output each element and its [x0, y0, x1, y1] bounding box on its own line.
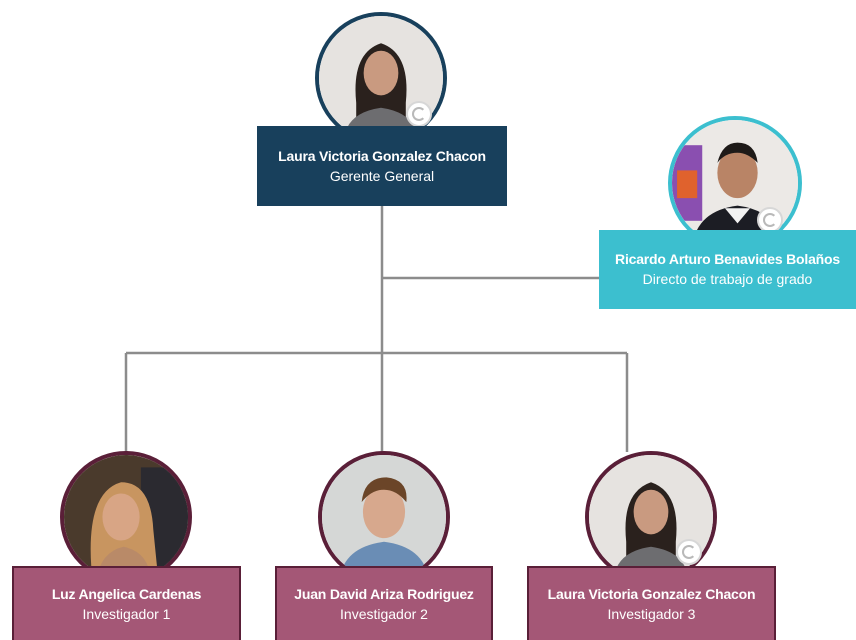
person-role: Directo de trabajo de grado [642, 271, 813, 287]
person-photo-icon [60, 451, 192, 583]
org-card-assistant[interactable]: Ricardo Arturo Benavides Bolaños Directo… [599, 230, 856, 309]
person-name: Laura Victoria Gonzalez Chacon [547, 585, 756, 602]
person-name: Laura Victoria Gonzalez Chacon [278, 147, 486, 164]
person-role: Investigador 2 [340, 605, 428, 622]
org-card-child[interactable]: Juan David Ariza Rodriguez Investigador … [275, 566, 493, 640]
person-photo-icon [315, 12, 447, 144]
person-name: Juan David Ariza Rodriguez [294, 585, 474, 602]
person-photo-icon [318, 451, 450, 583]
org-card-child[interactable]: Laura Victoria Gonzalez Chacon Investiga… [527, 566, 776, 640]
person-name: Ricardo Arturo Benavides Bolaños [615, 251, 840, 267]
loading-spinner-icon [757, 207, 783, 233]
loading-spinner-icon [406, 101, 432, 127]
org-card-child[interactable]: Luz Angelica Cardenas Investigador 1 [12, 566, 241, 640]
person-role: Investigador 1 [82, 605, 171, 622]
person-name: Luz Angelica Cardenas [51, 585, 202, 602]
org-card-root[interactable]: Laura Victoria Gonzalez Chacon Gerente G… [257, 126, 507, 206]
person-role: Gerente General [329, 167, 435, 184]
loading-spinner-icon [676, 539, 702, 565]
person-role: Investigador 3 [607, 605, 696, 622]
person-photo-icon [585, 451, 717, 583]
